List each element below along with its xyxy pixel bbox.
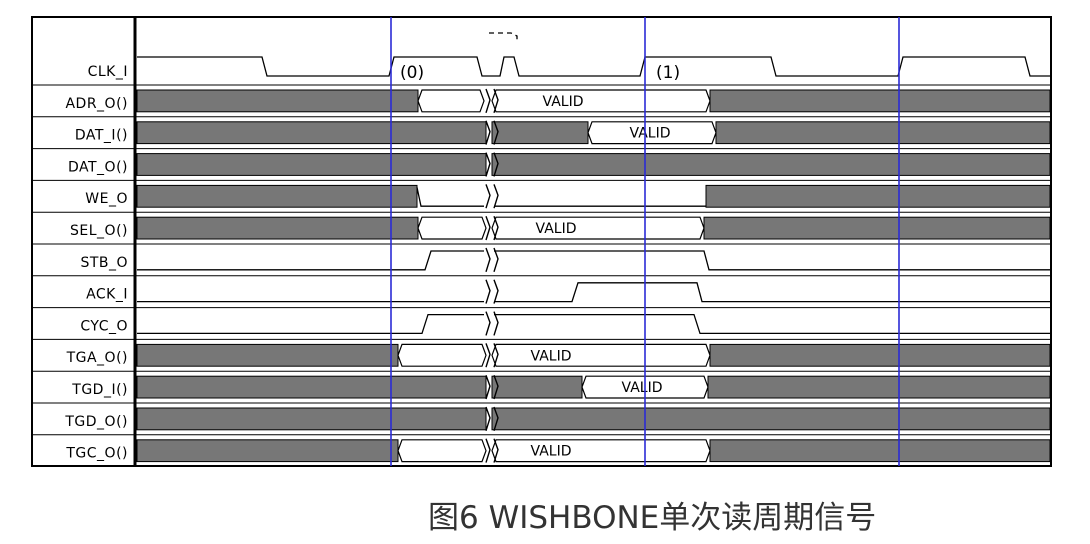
bus-valid-label: VALID [543,94,584,110]
clk-waveform [137,56,1050,77]
bus-invalid-segment [136,439,399,463]
bus-valid-label: VALID [622,380,663,396]
ack-waveform [494,282,1050,303]
bus-invalid-segment [709,343,1051,367]
clock-edge-label-0: (0) [400,63,424,83]
bus-valid-segment [491,343,711,367]
bus-invalid-segment [491,121,589,145]
clock-cursors [390,17,900,466]
we-line [416,187,484,207]
signal-label-dat-o: DAT_O() [68,159,128,175]
time-break-marker [485,184,499,209]
time-break-marker [485,374,499,400]
signal-label-sel-o: SEL_O() [70,223,128,239]
bus-invalid-segment [136,89,419,113]
bus-valid-segment [491,89,711,113]
signal-rows [32,84,1051,436]
cyc-waveform [494,313,1050,335]
bus-valid-label: VALID [536,221,577,237]
stb-waveform [494,250,1050,271]
wishbone-timing-diagram: (0) (1) VALID VALID VALID VALID VALID VALID CLK… [31,16,1052,467]
bus-invalid-segment [136,343,399,367]
bus-valid-segment [491,216,705,240]
bus-valid-segment [397,343,487,367]
signal-label-clk-i: CLK_I [88,64,128,80]
bus-invalid-segment [707,375,1051,399]
bus-invalid-segment [136,375,487,399]
figure-caption: 图6 WISHBONE单次读周期信号 [428,500,877,536]
time-break-marker [485,215,499,241]
bus-invalid-segment [136,153,487,176]
cyc-waveform [137,313,484,335]
signal-label-we-o: WE_O [85,191,128,207]
time-break-marker [485,438,499,463]
time-break-marker [485,152,499,177]
bus-invalid-segment [491,153,1051,176]
bus-invalid-segment [491,375,583,399]
signal-label-dat-i: DAT_I() [75,128,128,144]
bus-invalid-segment [136,216,419,240]
bus-invalid-segment [709,439,1051,463]
signal-label-tgc-o: TGC_O() [65,446,128,462]
bus-invalid-segment [136,184,418,208]
bus-valid-label: VALID [630,126,671,142]
signal-label-cyc-o: CYC_O [80,318,128,334]
signal-label-adr-o: ADR_O() [65,96,128,112]
time-break-marker [485,343,499,368]
bus-valid-segment [417,216,487,240]
time-break-marker [485,247,499,273]
bus-valid-label: VALID [531,348,572,364]
signal-labels: CLK_I ADR_O() DAT_I() DAT_O() WE_O SEL_O() STB… [64,64,128,462]
signal-label-tgd-i: TGD_I() [71,382,128,398]
bus-valid-label: VALID [531,444,572,460]
signal-label-ack-i: ACK_I [86,287,128,303]
signal-label-tga-o: TGA_O() [66,350,128,366]
bus-valid-segment [417,89,485,113]
clk-break-marker [489,32,518,42]
bus-valid-segment [491,439,711,463]
bus-invalid-segment [491,407,1051,431]
clock-edge-label-1: (1) [656,63,680,83]
bus-invalid-segment [703,216,1051,240]
bus-invalid-segment [136,121,487,145]
time-break-marker [485,88,499,114]
time-break-marker [485,120,499,145]
diagram-frame [31,16,1052,467]
bus-invalid-segment [136,407,487,431]
time-break-marker [485,279,499,304]
bus-invalid-segment [715,121,1051,145]
bus-invalid-segment [705,184,1051,208]
bus-invalid-segment [709,89,1051,113]
bus-valid-segment [397,439,487,463]
time-break-marker [485,311,499,336]
time-break-marker [485,406,499,432]
waveforms: (0) (1) VALID VALID VALID VALID VALID VALID [136,32,1051,463]
stb-waveform [137,250,484,271]
signal-label-tgd-o: TGD_O() [64,414,128,430]
signal-label-stb-o: STB_O [80,255,128,271]
